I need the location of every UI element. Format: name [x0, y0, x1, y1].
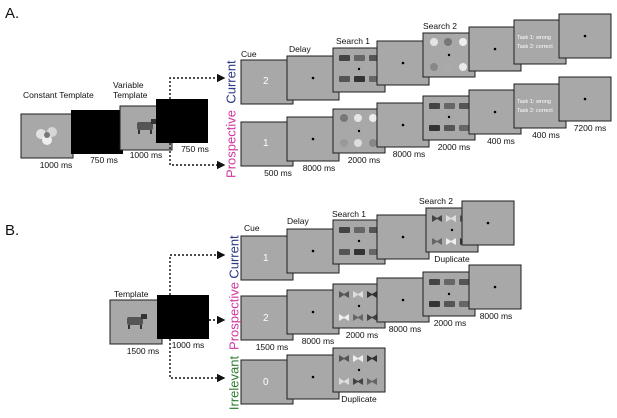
search2-heading: Search 2	[423, 21, 458, 31]
feedback-line-2: Task 2: correct	[517, 43, 553, 50]
fixation-dot	[311, 310, 315, 314]
duration-label: 750 ms	[181, 144, 209, 154]
duplicate-label: Duplicate	[434, 254, 470, 264]
duration-label: 8000 ms	[388, 324, 422, 334]
cue-screen	[240, 359, 294, 405]
feedback-line-1: Task 1: wrong	[517, 99, 551, 105]
duration-label: 1500 ms	[126, 346, 160, 356]
duration-label: 1500 ms	[255, 342, 289, 352]
cue-number: 1	[263, 253, 269, 264]
duration-label: 2000 ms	[347, 155, 381, 165]
cue-number: 0	[263, 377, 269, 388]
fixation-dot	[181, 315, 185, 319]
cue-number: 2	[263, 313, 269, 324]
fixation-dot	[401, 123, 405, 127]
search1-animal-array	[339, 227, 380, 255]
search2-flower-array	[430, 38, 467, 71]
fixation-dot	[401, 61, 405, 65]
duration-label: 400 ms	[532, 130, 560, 140]
duration-label: 2000 ms	[433, 318, 467, 328]
cue-heading: Cue	[244, 223, 260, 233]
cow-stimulus	[137, 119, 157, 134]
duration-label: 400 ms	[487, 136, 515, 146]
cue-screen	[240, 121, 294, 167]
fixation-dot	[180, 119, 184, 123]
fixation-dot	[311, 375, 315, 379]
template-label: Template	[114, 289, 149, 299]
duration-label: 8000 ms	[392, 149, 426, 159]
flower-stimulus	[36, 127, 57, 145]
duration-label: 8000 ms	[479, 311, 513, 321]
fixation-dot	[583, 34, 587, 38]
search1-heading: Search 1	[336, 36, 371, 46]
fixation-dot	[401, 235, 405, 239]
cow-stimulus	[127, 314, 147, 329]
fixation-dot	[486, 221, 490, 225]
search1-butterfly-array	[339, 291, 377, 321]
search1-heading: Search 1	[332, 209, 367, 219]
row-label-current: Current	[226, 235, 242, 279]
duration-label: 8000 ms	[301, 336, 335, 346]
fixation-dot	[311, 137, 315, 141]
cue-heading: Cue	[241, 49, 257, 59]
feedback-line-2: Task 2: correct	[517, 107, 553, 114]
delay-heading: Delay	[289, 44, 311, 54]
duration-label: 2000 ms	[345, 330, 379, 340]
branch-arrow-irrelevant-b	[169, 339, 226, 383]
search2-animal-array	[429, 103, 470, 131]
duplicate-label: Duplicate	[341, 394, 377, 404]
search2-animal-array	[429, 279, 470, 307]
duration-label: 8000 ms	[302, 163, 336, 173]
fixation-dot	[493, 110, 497, 114]
feedback-screen	[513, 83, 567, 129]
delay-heading: Delay	[287, 216, 309, 226]
duration-label: 2000 ms	[437, 142, 471, 152]
duration-label: 500 ms	[264, 168, 292, 178]
cue-screen	[240, 59, 294, 105]
fixation-dot	[493, 47, 497, 51]
search-butterfly-array	[339, 355, 377, 385]
panel-b-letter: B.	[5, 222, 20, 239]
duration-label: 7200 ms	[573, 123, 607, 133]
duration-label: 1000 ms	[39, 160, 73, 170]
variable-template-label: Variable Template	[113, 80, 148, 100]
duration-label: 1000 ms	[171, 340, 205, 350]
row-label-prospective: Prospective	[223, 110, 239, 178]
fixation-dot	[583, 97, 587, 101]
search2-heading: Search 2	[419, 196, 454, 206]
fixation-dot	[311, 249, 315, 253]
branch-arrow-prospective-a	[169, 143, 226, 170]
fixation-dot	[401, 298, 405, 302]
template-screen	[109, 299, 163, 345]
cue-number: 2	[263, 76, 269, 87]
row-label-irrelevant: Irrelevant	[226, 355, 242, 411]
feedback-text: Task 1: wrong Task 2: correct	[517, 98, 553, 116]
fixation-dot	[95, 130, 99, 134]
fixation-dot	[311, 76, 315, 80]
branch-arrow-current-a	[169, 73, 226, 99]
cue-screen	[240, 295, 294, 341]
constant-template-label: Constant Template	[23, 90, 94, 100]
cue-number: 1	[263, 138, 269, 149]
feedback-screen	[513, 19, 567, 65]
row-label-prospective: Prospective	[226, 282, 242, 350]
search1-flower-array	[340, 114, 377, 147]
panel-a-letter: A.	[5, 5, 20, 22]
fixation-dot	[493, 285, 497, 289]
feedback-text: Task 1: wrong Task 2: correct	[517, 34, 553, 52]
row-label-current: Current	[223, 60, 239, 104]
feedback-line-1: Task 1: wrong	[517, 35, 551, 41]
duration-label: 1000 ms	[129, 150, 163, 160]
branch-arrow-current-b	[169, 250, 226, 295]
duration-label: 750 ms	[90, 155, 118, 165]
